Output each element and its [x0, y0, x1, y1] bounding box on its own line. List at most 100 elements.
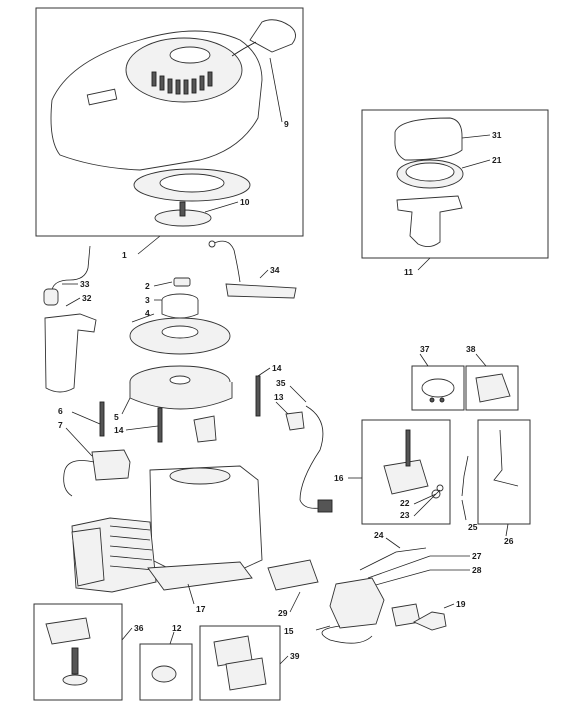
callout-17: 17 — [196, 604, 206, 614]
recoil-starter-frame — [35, 7, 304, 237]
callout-15: 15 — [284, 626, 294, 636]
callout-33: 33 — [80, 279, 90, 289]
throttle-link-group: 26 25 — [461, 419, 531, 546]
ignition-wire — [51, 245, 91, 291]
ignition-lead-group: 33 32 — [43, 245, 97, 393]
crankcase-bore — [169, 467, 231, 485]
base-36 — [62, 674, 88, 686]
crankcase — [149, 465, 263, 573]
starter-label-plate — [86, 88, 118, 106]
callout-11: 11 — [404, 267, 413, 277]
coil-bolt-14 — [157, 407, 163, 443]
harness-wire — [211, 240, 241, 283]
carb-gasket-29 — [267, 559, 319, 591]
callout-27: 27 — [472, 551, 482, 561]
head-cover — [71, 527, 105, 587]
starter-vents — [151, 71, 213, 95]
flywheel-nut — [173, 277, 191, 287]
carburetor-body — [329, 577, 385, 629]
rod-27 — [367, 555, 431, 579]
fuel-line-15 — [321, 625, 373, 644]
callout-22: 22 — [400, 498, 410, 508]
bottom-kits-group: 36 12 39 — [33, 603, 300, 701]
fuel-valve-19 — [412, 611, 447, 631]
callout-37: 37 — [420, 344, 430, 354]
control-rods-group: 24 27 28 — [359, 530, 482, 587]
kit-39-frame — [199, 625, 281, 701]
callout-34: 34 — [270, 265, 280, 275]
callout-7: 7 — [58, 420, 63, 430]
kit-12-frame — [139, 643, 193, 701]
harness-bracket — [225, 283, 297, 299]
screw-36 — [71, 647, 79, 675]
seal-kit-group: 37 38 — [411, 344, 519, 411]
callout-5: 5 — [114, 412, 119, 422]
kit-36-frame — [33, 603, 123, 701]
callout-29: 29 — [278, 608, 288, 618]
callout-9: 9 — [284, 119, 289, 129]
lead-14 — [255, 375, 261, 417]
callout-19: 19 — [456, 599, 466, 609]
spark-plug-cap — [43, 288, 59, 306]
engine-shroud-side — [44, 313, 97, 393]
connector-35 — [317, 499, 333, 513]
air-filter-base — [396, 195, 463, 247]
callout-32: 32 — [82, 293, 92, 303]
starter-hub — [169, 46, 211, 64]
air-filter-element-inner — [405, 162, 455, 182]
primer-12 — [151, 665, 177, 683]
o-ring-37 — [421, 378, 455, 398]
callout-39: 39 — [290, 651, 300, 661]
wire-35 — [299, 405, 324, 509]
stop-switch-13 — [285, 411, 305, 431]
starter-pulley-inner — [159, 173, 225, 193]
callout-24: 24 — [374, 530, 384, 540]
callout-12: 12 — [172, 623, 182, 633]
carb-control-frame — [361, 419, 451, 525]
oil-sump — [147, 561, 253, 591]
callout-16: 16 — [334, 473, 344, 483]
callout-28: 28 — [472, 565, 482, 575]
coil-lead — [63, 460, 95, 497]
ignition-coil-group: 6 14 7 — [58, 401, 163, 497]
air-filter-cover — [394, 117, 463, 161]
rod-24 — [359, 547, 427, 571]
kit-38-frame — [465, 365, 519, 411]
starter-handle — [249, 19, 296, 53]
carb-control-group: 16 22 23 — [334, 419, 451, 525]
callout-35: 35 — [276, 378, 286, 388]
kit-37-frame — [411, 365, 465, 411]
air-filter-group: 31 21 11 — [361, 109, 549, 277]
throttle-link-frame — [477, 419, 531, 525]
pulley-38 — [475, 373, 511, 403]
gasket-39b — [225, 657, 267, 691]
callout-21: 21 — [492, 155, 502, 165]
coil-bracket-13 — [193, 415, 217, 443]
callout-10: 10 — [240, 197, 250, 207]
throttle-rod — [493, 429, 519, 487]
starter-rope — [231, 41, 257, 57]
callout-3: 3 — [145, 295, 150, 305]
callout-2: 2 — [145, 281, 150, 291]
starter-screw — [179, 201, 186, 217]
cooling-fan-hub — [161, 325, 199, 339]
recoil-starter-group: 9 10 1 — [35, 7, 304, 260]
carburetor-group: 29 15 19 — [267, 559, 466, 644]
harness-34-group: 34 — [208, 240, 297, 299]
callout-38: 38 — [466, 344, 476, 354]
callout-1: 1 — [122, 250, 127, 260]
flywheel-group: 2 3 4 5 — [114, 277, 233, 422]
rod-28 — [371, 569, 431, 587]
flywheel-center — [169, 375, 191, 385]
cylinder-fins — [109, 525, 155, 571]
coil-bolt-6 — [99, 401, 105, 437]
spring-25 — [461, 455, 469, 497]
callout-14-left: 14 — [114, 425, 124, 435]
callout-23: 23 — [400, 510, 410, 520]
bracket-36 — [45, 617, 91, 645]
callout-13: 13 — [274, 392, 284, 402]
callout-26: 26 — [504, 536, 514, 546]
control-screw — [405, 429, 411, 467]
callout-14-right: 14 — [272, 363, 282, 373]
